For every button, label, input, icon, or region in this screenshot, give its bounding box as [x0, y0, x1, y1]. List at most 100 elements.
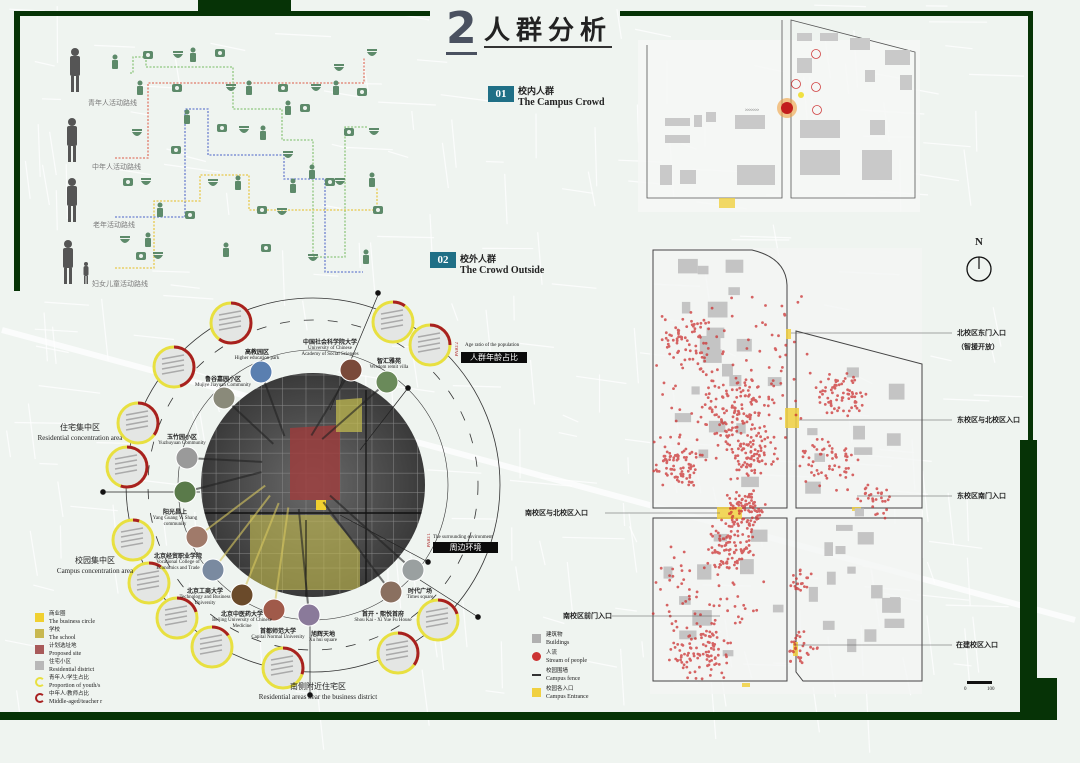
crowd-dot [676, 659, 679, 663]
crowd-dot [740, 551, 744, 555]
crowd-dot [668, 352, 672, 356]
crowd-dot [675, 337, 679, 341]
crowd-dot [736, 529, 740, 533]
activity-icon [257, 206, 267, 214]
crowd-dot [670, 622, 674, 626]
crowd-dot [730, 447, 734, 451]
place-photo [230, 583, 254, 607]
crowd-dot [763, 445, 767, 448]
crowd-dot [729, 641, 732, 645]
crowd-dot [693, 670, 697, 674]
crowd-dot [723, 421, 727, 425]
legend-label-cn: 校园各入口 [546, 686, 574, 692]
crowd-dot [759, 471, 763, 475]
legend-label-en: Proportion of youth/s [49, 683, 101, 689]
crowd-dot [735, 518, 739, 522]
crowd-dot [743, 508, 747, 512]
crowd-dot [721, 421, 725, 425]
crowd-dot [836, 394, 839, 397]
crowd-dot [744, 499, 748, 503]
area-label-cn: 校园集中区 [75, 556, 115, 565]
crowd-dot [760, 459, 764, 463]
crowd-dot [855, 406, 859, 410]
activity-icon [217, 124, 227, 132]
crowd-dot [680, 569, 684, 572]
crowd-dot [700, 677, 704, 681]
activity-icon [190, 47, 196, 62]
crowd-dot [688, 642, 692, 645]
legend-swatch [532, 652, 541, 661]
place-label-en: Mujiye Jiayuan Community [194, 383, 252, 388]
crowd-dot [701, 632, 705, 636]
youth-route-line [115, 58, 365, 159]
crowd-dot [812, 473, 816, 477]
place-photo [173, 480, 197, 504]
crowd-dot [745, 520, 749, 524]
crowd-dot [689, 646, 693, 650]
crowd-dot [737, 462, 741, 466]
crowd-dot [666, 339, 670, 342]
place-photo [262, 598, 286, 622]
place-label-cn: 北京工商大学 [186, 589, 224, 595]
crowd-dot [661, 459, 665, 463]
crowd-dot [700, 453, 704, 457]
place-label-cn: 首开・熙悦首府 [361, 612, 405, 618]
crowd-dot [681, 317, 685, 321]
crowd-dot [800, 295, 803, 298]
crowd-dot [728, 443, 732, 447]
crowd-dot [688, 671, 692, 674]
building [722, 363, 733, 377]
activity-icon [335, 178, 345, 185]
crowd-dot [704, 458, 708, 462]
place-label-en: Capital Normal University [251, 635, 305, 640]
crowd-dot [689, 467, 692, 471]
crowd-dot [784, 343, 788, 347]
activity-icon [185, 211, 195, 219]
building [850, 38, 870, 50]
crowd-dot [734, 544, 737, 548]
crowd-dot [794, 399, 797, 403]
crowd-dot [837, 383, 841, 387]
crowd-dot [712, 622, 716, 626]
crowd-dot [685, 660, 689, 664]
crowd-dot [682, 456, 686, 459]
crowd-dot [798, 464, 802, 468]
crowd-dot [741, 533, 745, 536]
crowd-dot [744, 465, 748, 469]
crowd-dot [680, 470, 684, 473]
building [900, 75, 912, 90]
crowd-dot [767, 413, 771, 417]
crowd-dot [736, 477, 739, 480]
crowd-dot [717, 565, 721, 569]
crowd-dot [742, 603, 746, 607]
building [814, 453, 825, 462]
crowd-dot [724, 440, 728, 444]
crowd-dot [789, 649, 792, 653]
crowd-dot [745, 420, 749, 424]
activity-icon [239, 126, 249, 133]
building [679, 630, 697, 640]
crowd-dot [688, 349, 692, 353]
activity-icon [369, 172, 375, 187]
crowd-dot [833, 383, 837, 387]
crowd-dot [815, 438, 819, 441]
crowd-dot [735, 468, 739, 472]
crowd-dot [717, 386, 721, 389]
crowd-dot [664, 331, 668, 335]
crowd-dot [682, 578, 686, 581]
crowd-dot [766, 436, 770, 439]
crowd-dot [688, 476, 692, 479]
place-label-cn: 玉竹园小区 [166, 435, 198, 441]
crowd-dot [750, 455, 754, 458]
crowd-dot [801, 449, 805, 453]
legend-swatch [532, 634, 541, 643]
crowd-dot [737, 494, 741, 498]
crowd-dot [709, 635, 712, 639]
crowd-dot [753, 411, 757, 414]
crowd-dot [882, 511, 885, 515]
crowd-dot [684, 447, 688, 451]
area-label-cn: 南侧附近住宅区 [290, 682, 346, 691]
crowd-dot [846, 488, 849, 492]
crowd-dot [842, 391, 845, 395]
crowd-dot [694, 349, 698, 353]
